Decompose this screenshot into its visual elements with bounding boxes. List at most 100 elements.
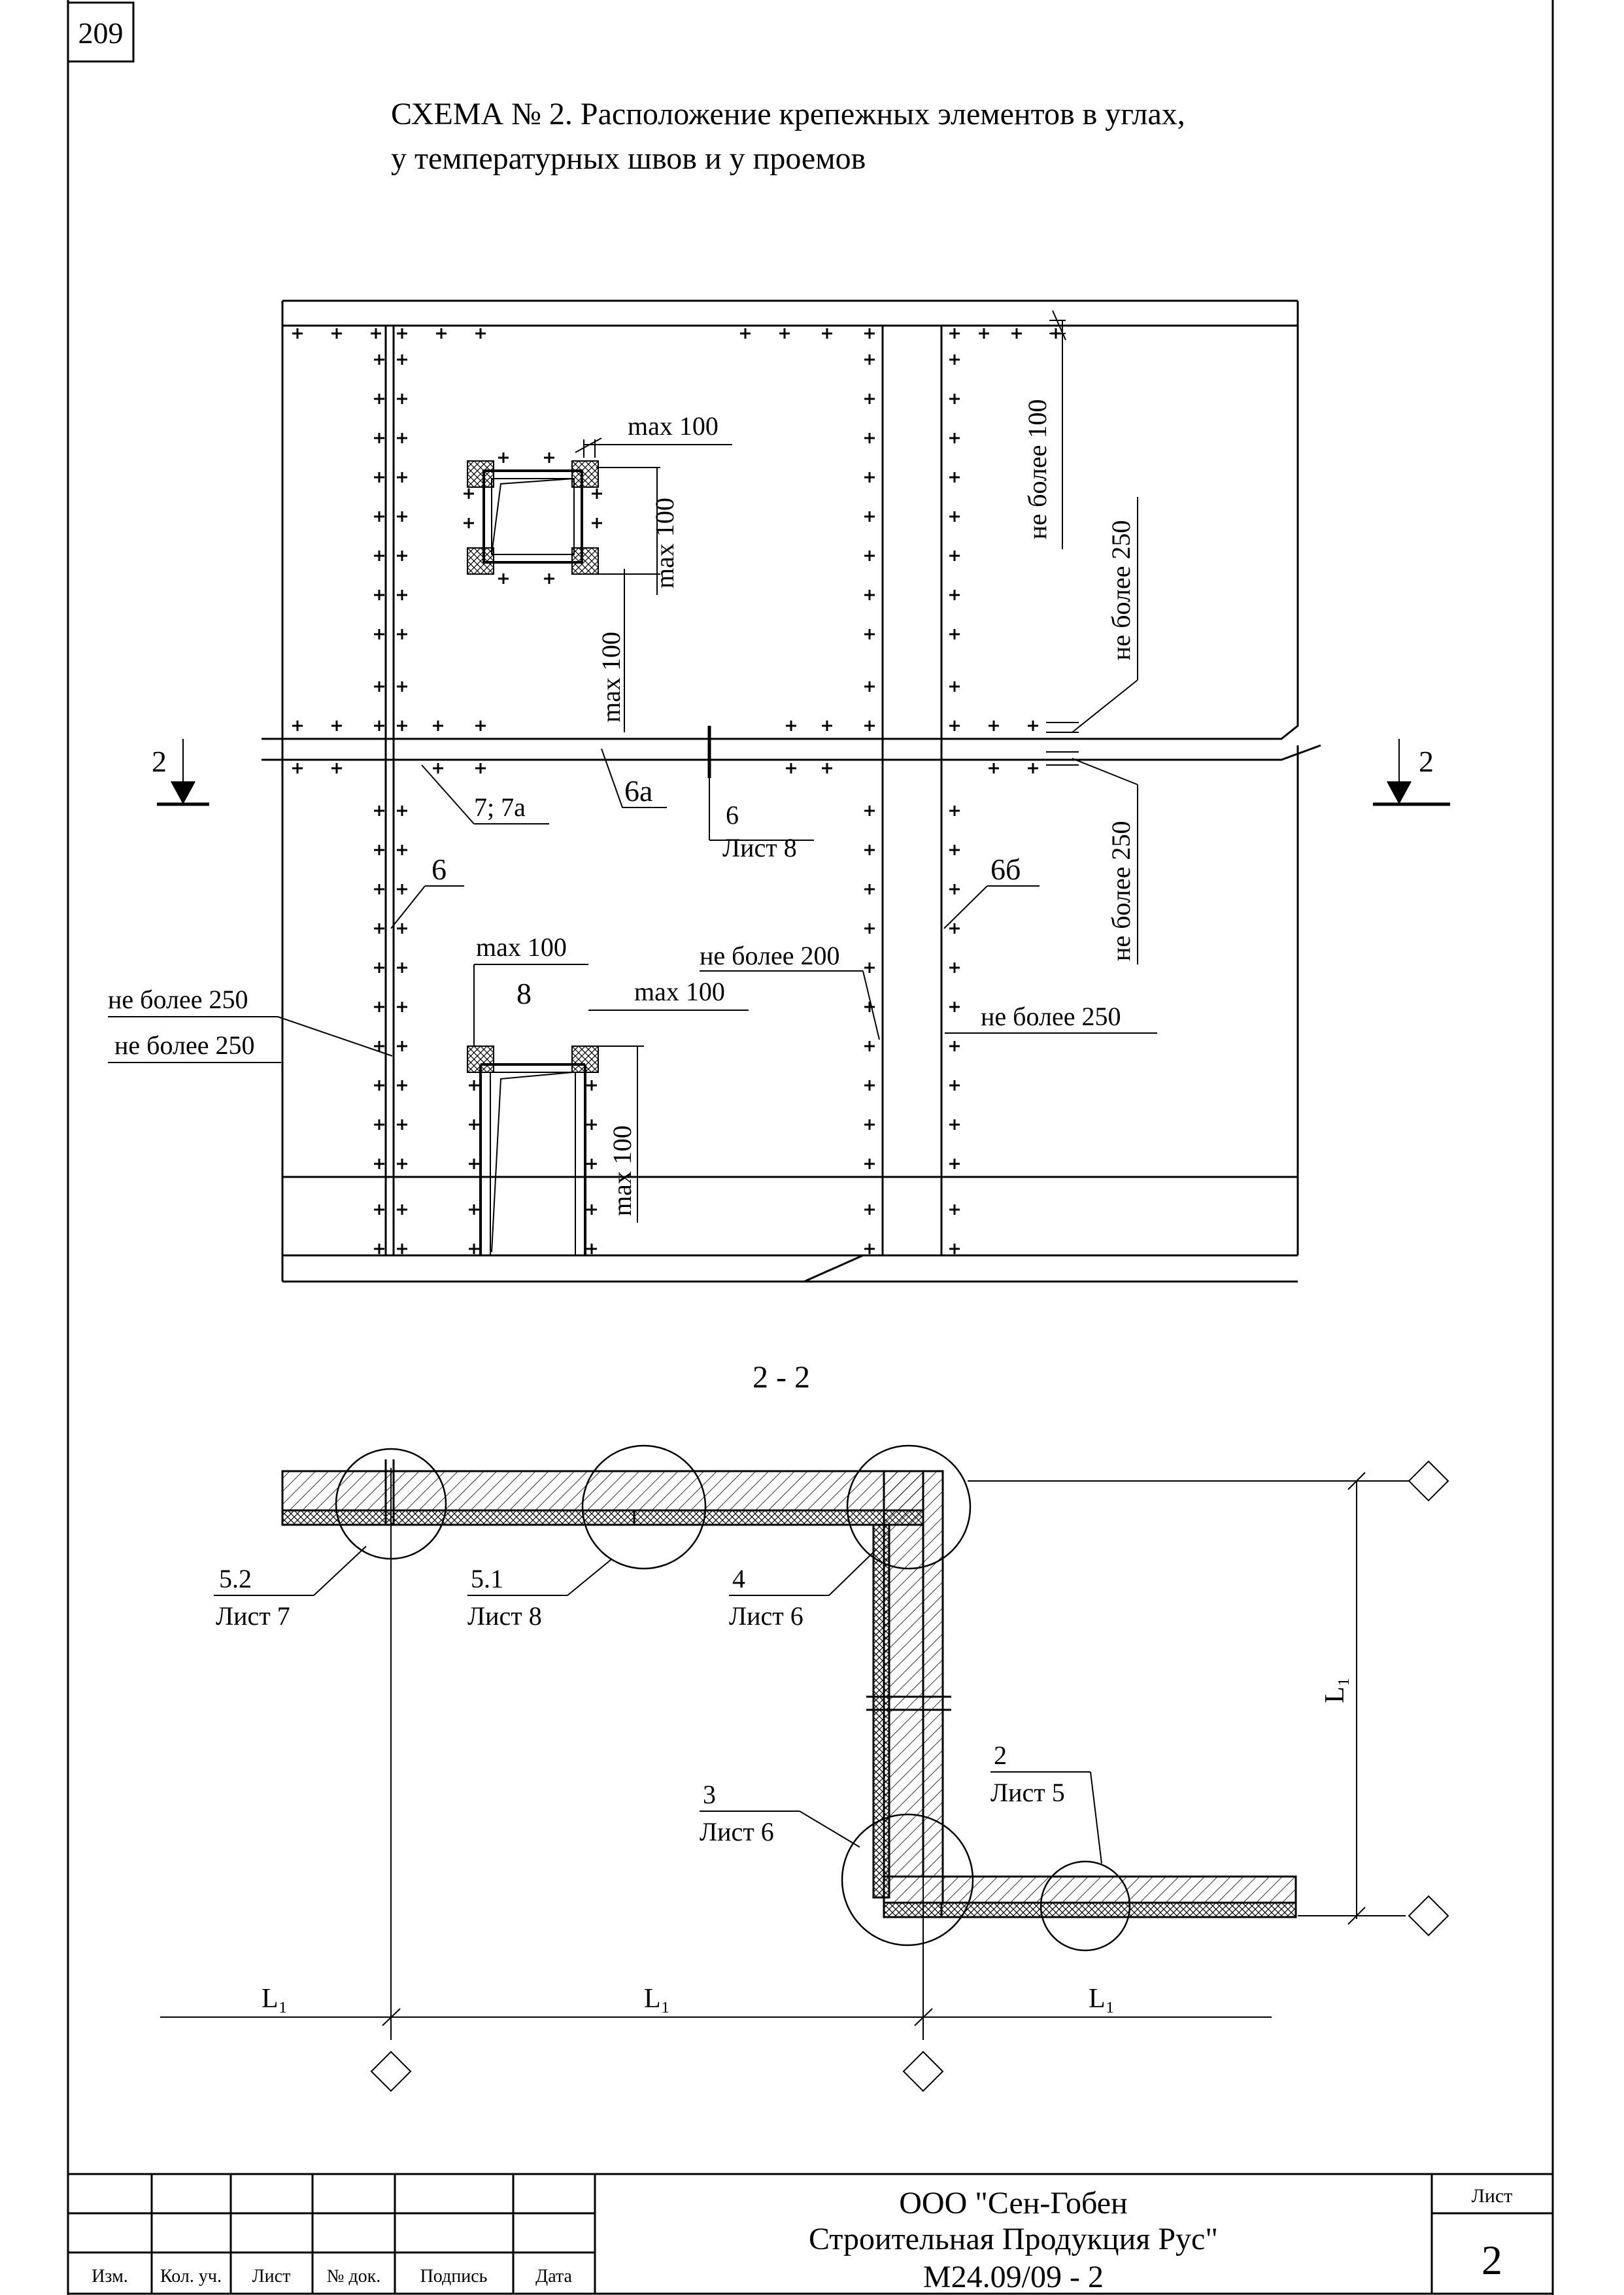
callout-5-2-num: 5.2 <box>219 1564 252 1593</box>
fastener-mark <box>469 1080 479 1091</box>
fastener-mark <box>592 518 602 528</box>
fastener-mark <box>292 721 303 731</box>
fastener-mark <box>397 681 407 692</box>
tb-header-list: Лист <box>252 2266 291 2286</box>
fastener-mark <box>864 551 875 561</box>
label-not-more-100: не более 100 <box>1023 400 1052 539</box>
fastener-mark <box>1011 328 1022 339</box>
fasteners <box>292 328 1061 1254</box>
fastener-mark <box>864 433 875 443</box>
fastener-mark <box>949 1204 960 1215</box>
fastener-mark <box>397 1244 407 1254</box>
fastener-mark <box>397 394 407 404</box>
fastener-mark <box>475 328 486 339</box>
fastener-mark <box>374 590 384 600</box>
fastener-mark <box>949 1080 960 1091</box>
fastener-mark <box>374 1041 384 1051</box>
fastener-mark <box>374 629 384 639</box>
fastener-mark <box>475 763 486 774</box>
fastener-mark <box>864 721 875 731</box>
fastener-mark <box>864 923 875 934</box>
fastener-mark <box>464 488 474 499</box>
fastener-mark <box>864 1080 875 1091</box>
fastener-mark <box>397 511 407 522</box>
fastener-mark <box>374 433 384 443</box>
elevation-view <box>262 299 1321 1283</box>
fastener-mark <box>864 681 875 692</box>
fastener-mark <box>397 328 407 339</box>
fastener-mark <box>786 763 796 774</box>
fastener-mark <box>374 511 384 522</box>
fastener-mark <box>989 721 999 731</box>
grid-axes <box>160 1460 1449 2092</box>
label-6b: 6б <box>990 853 1021 886</box>
fastener-mark <box>864 1159 875 1169</box>
fastener-mark <box>397 629 407 639</box>
fastener-mark <box>864 394 875 404</box>
callout-5-1-num: 5.1 <box>471 1564 503 1593</box>
label-not-more-200: не более 200 <box>700 941 839 970</box>
fastener-mark <box>374 721 384 731</box>
fastener-mark <box>949 472 960 483</box>
fastener-mark <box>469 1119 479 1130</box>
fastener-mark <box>949 681 960 692</box>
fastener-mark <box>397 551 407 561</box>
fastener-mark <box>331 763 342 774</box>
fastener-mark <box>779 328 790 339</box>
section-title: 2 - 2 <box>753 1360 810 1395</box>
title-line-2: у температурных швов и у проемов <box>391 141 866 176</box>
fastener-mark <box>586 1204 597 1215</box>
sheet-frame <box>67 0 1554 2295</box>
fastener-mark <box>498 452 509 463</box>
fastener-mark <box>822 763 832 774</box>
fastener-mark <box>949 354 960 365</box>
fastener-mark <box>949 394 960 404</box>
fastener-mark <box>397 884 407 894</box>
fastener-mark <box>864 1119 875 1130</box>
fastener-mark <box>433 763 443 774</box>
tb-header-doc: № док. <box>327 2266 381 2286</box>
section-mark-left: 2 <box>152 739 209 806</box>
section-view <box>281 1459 1297 1918</box>
fastener-mark <box>864 1041 875 1051</box>
fastener-mark <box>397 1159 407 1169</box>
section-mark-right: 2 <box>1373 739 1450 806</box>
fastener-mark <box>586 1119 597 1130</box>
callout-4-sheet: Лист 6 <box>729 1601 804 1631</box>
fastener-mark <box>864 511 875 522</box>
label-6a: 6а <box>624 774 652 808</box>
title-line-1: СХЕМА № 2. Расположение крепежных элемен… <box>391 97 1185 131</box>
fastener-mark <box>864 472 875 483</box>
fastener-mark <box>397 1041 407 1051</box>
title-block-text: Изм. Кол. уч. Лист № док. Подпись Дата О… <box>92 2185 1512 2294</box>
label-6-joint: 6 <box>431 853 447 886</box>
fastener-mark <box>475 721 486 731</box>
fastener-mark <box>949 721 960 731</box>
fastener-mark <box>433 721 443 731</box>
fastener-mark <box>397 845 407 855</box>
fastener-mark <box>822 721 832 731</box>
fastener-mark <box>586 1159 597 1169</box>
fastener-mark <box>374 923 384 934</box>
tb-sheet-label: Лист <box>1472 2185 1513 2207</box>
fastener-mark <box>740 328 751 339</box>
fastener-mark <box>949 1244 960 1254</box>
fastener-mark <box>864 806 875 816</box>
fastener-mark <box>949 551 960 561</box>
label-7-7a: 7; 7а <box>474 792 526 822</box>
fastener-mark <box>397 472 407 483</box>
fastener-mark <box>864 1002 875 1012</box>
label-max100-door-left: max 100 <box>476 932 567 962</box>
tb-sheet-number: 2 <box>1481 2237 1502 2283</box>
fastener-mark <box>374 1204 384 1215</box>
fastener-mark <box>544 573 554 584</box>
label-not-more-250-bottom: не более 250 <box>1106 821 1136 961</box>
page-number: 209 <box>78 16 124 50</box>
fastener-mark <box>292 328 303 339</box>
label-8: 8 <box>516 977 532 1010</box>
dim-l1-left: L₁ <box>262 1984 288 2014</box>
callout-2-num: 2 <box>994 1741 1007 1770</box>
fastener-mark <box>586 1080 597 1091</box>
fastener-mark <box>822 328 832 339</box>
fastener-mark <box>1028 763 1038 774</box>
